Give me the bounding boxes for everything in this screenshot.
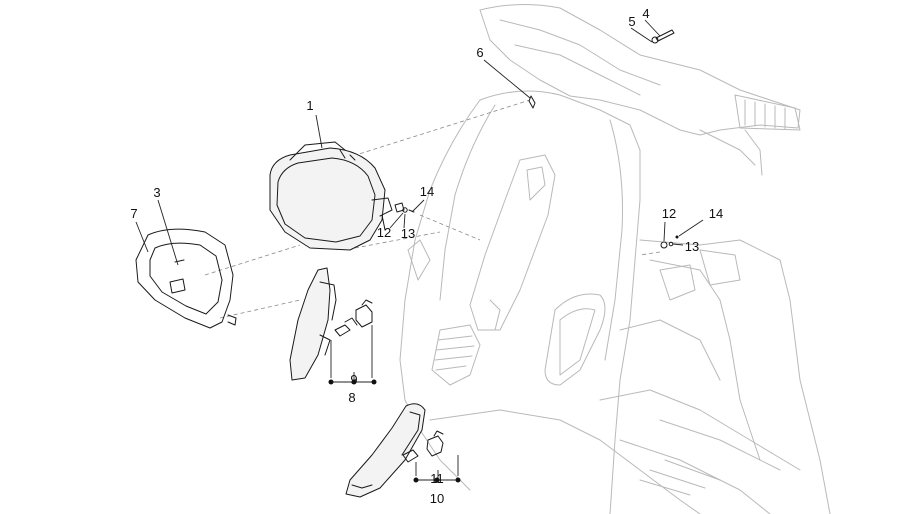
callout-1: 1 — [306, 98, 313, 113]
callout-10: 10 — [430, 491, 444, 506]
callout-14-right: 14 — [709, 206, 723, 221]
callout-13-left: 13 — [401, 226, 415, 241]
callout-14-left: 14 — [420, 184, 434, 199]
callout-labels: 1 3 4 5 6 7 12 13 14 12 14 13 9 8 11 10 — [130, 6, 723, 506]
callout-6: 6 — [476, 45, 483, 60]
left-turn-indicator — [289, 267, 373, 381]
callout-11: 11 — [430, 471, 444, 486]
hardware-items — [402, 29, 679, 249]
callout-13-right: 13 — [685, 239, 699, 254]
callout-9: 9 — [350, 372, 357, 387]
bracket-dots — [328, 379, 461, 483]
headlamp-trim-ring — [135, 228, 237, 329]
callout-5: 5 — [628, 14, 635, 29]
callout-4: 4 — [642, 6, 649, 21]
assembly-lines — [204, 99, 661, 319]
callout-12-right: 12 — [662, 206, 676, 221]
callout-3: 3 — [153, 185, 160, 200]
right-turn-indicator — [345, 403, 444, 498]
callout-12-left: 12 — [377, 225, 391, 240]
headlamp-assembly — [269, 141, 405, 251]
scooter-body-outline — [399, 3, 831, 514]
callout-8: 8 — [348, 390, 355, 405]
callout-7: 7 — [130, 206, 137, 221]
